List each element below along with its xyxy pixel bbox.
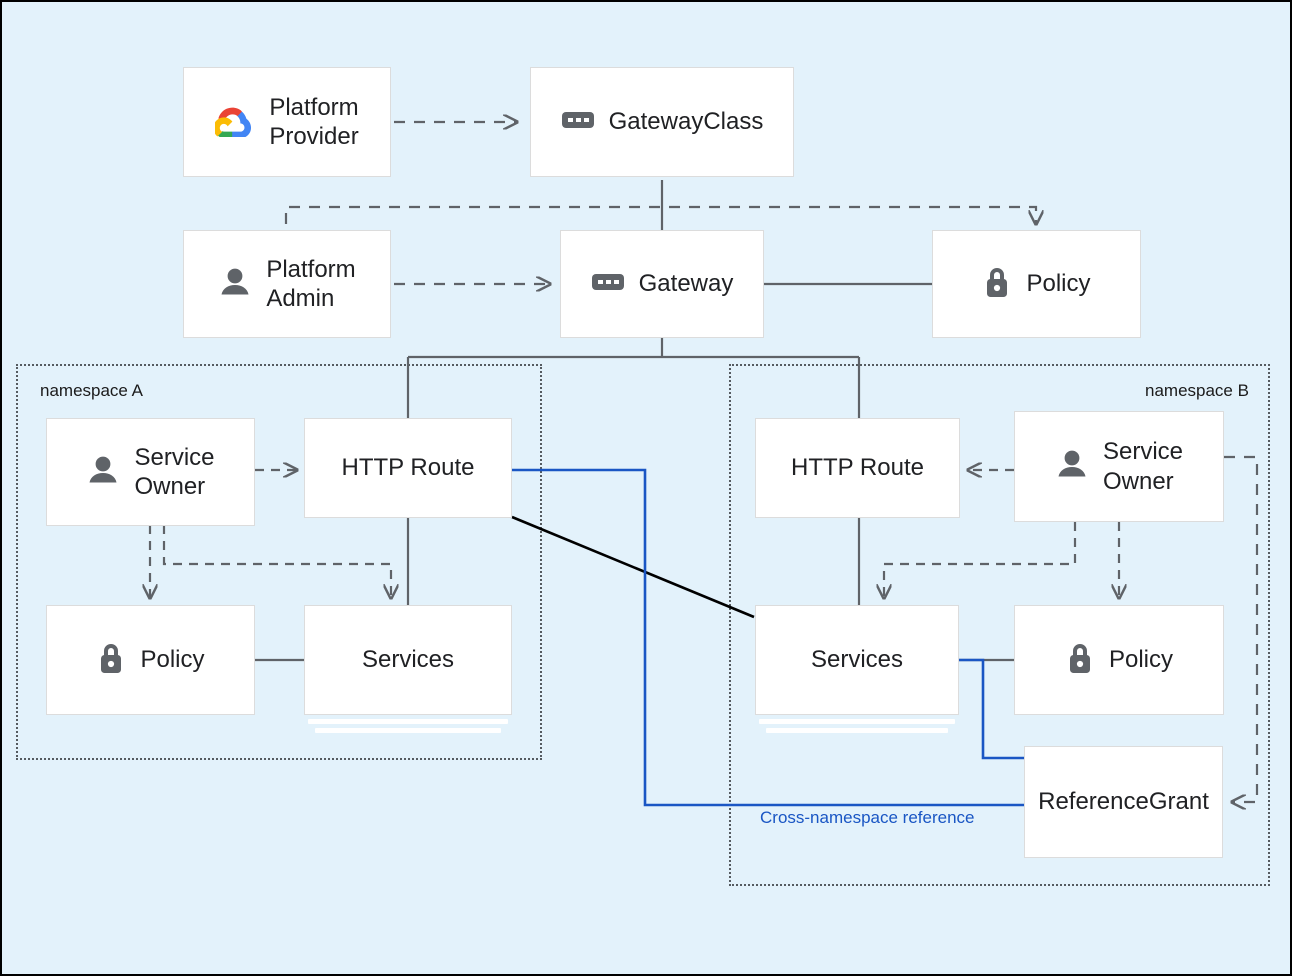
person-icon bbox=[218, 265, 252, 304]
namespace-b-label: namespace B bbox=[1145, 381, 1249, 400]
node-gateway-label: Gateway bbox=[638, 270, 734, 298]
node-service-owner-b-label: Service Owner bbox=[1102, 438, 1184, 495]
lock-icon bbox=[1065, 641, 1095, 680]
node-services-b-label: Services bbox=[810, 646, 904, 674]
node-http-route-a[interactable]: HTTP Route bbox=[304, 418, 512, 518]
google-cloud-icon bbox=[213, 103, 255, 142]
node-services-a-label: Services bbox=[361, 646, 455, 674]
node-platform-provider-label: Platform Provider bbox=[269, 93, 359, 150]
node-service-owner-a[interactable]: Service Owner bbox=[46, 418, 255, 526]
node-service-owner-b[interactable]: Service Owner bbox=[1014, 411, 1224, 522]
node-services-b[interactable]: Services bbox=[755, 605, 959, 715]
node-http-route-b-label: HTTP Route bbox=[791, 454, 924, 482]
node-referencegrant[interactable]: ReferenceGrant bbox=[1024, 746, 1223, 858]
namespace-a-label: namespace A bbox=[40, 381, 144, 400]
node-service-owner-a-label: Service Owner bbox=[134, 443, 215, 500]
node-platform-provider[interactable]: Platform Provider bbox=[183, 67, 391, 177]
services-a-stack-decoration bbox=[304, 715, 512, 733]
node-policy-b[interactable]: Policy bbox=[1014, 605, 1224, 715]
node-policy-b-label: Policy bbox=[1108, 646, 1174, 674]
node-gatewayclass-label: GatewayClass bbox=[608, 108, 764, 136]
node-referencegrant-label: ReferenceGrant bbox=[1038, 788, 1209, 816]
node-policy-top-label: Policy bbox=[1026, 270, 1091, 298]
node-gatewayclass[interactable]: GatewayClass bbox=[530, 67, 794, 177]
gatewayclass-icon bbox=[561, 109, 595, 136]
lock-icon bbox=[96, 641, 126, 680]
node-policy-a[interactable]: Policy bbox=[46, 605, 255, 715]
node-services-a[interactable]: Services bbox=[304, 605, 512, 715]
node-gateway[interactable]: Gateway bbox=[560, 230, 764, 338]
cross-namespace-reference-label: Cross-namespace reference bbox=[760, 808, 975, 827]
person-icon bbox=[86, 453, 120, 492]
person-icon bbox=[1055, 447, 1089, 486]
lock-icon bbox=[982, 265, 1012, 304]
node-platform-admin-label: Platform Admin bbox=[266, 255, 356, 312]
node-http-route-b[interactable]: HTTP Route bbox=[755, 418, 960, 518]
services-b-stack-decoration bbox=[755, 715, 959, 733]
node-policy-a-label: Policy bbox=[140, 646, 205, 674]
edge-httproute-a-to-services-b bbox=[511, 515, 755, 619]
node-policy-top[interactable]: Policy bbox=[932, 230, 1141, 338]
node-http-route-a-label: HTTP Route bbox=[341, 454, 475, 482]
gateway-icon bbox=[591, 271, 625, 298]
node-platform-admin[interactable]: Platform Admin bbox=[183, 230, 391, 338]
